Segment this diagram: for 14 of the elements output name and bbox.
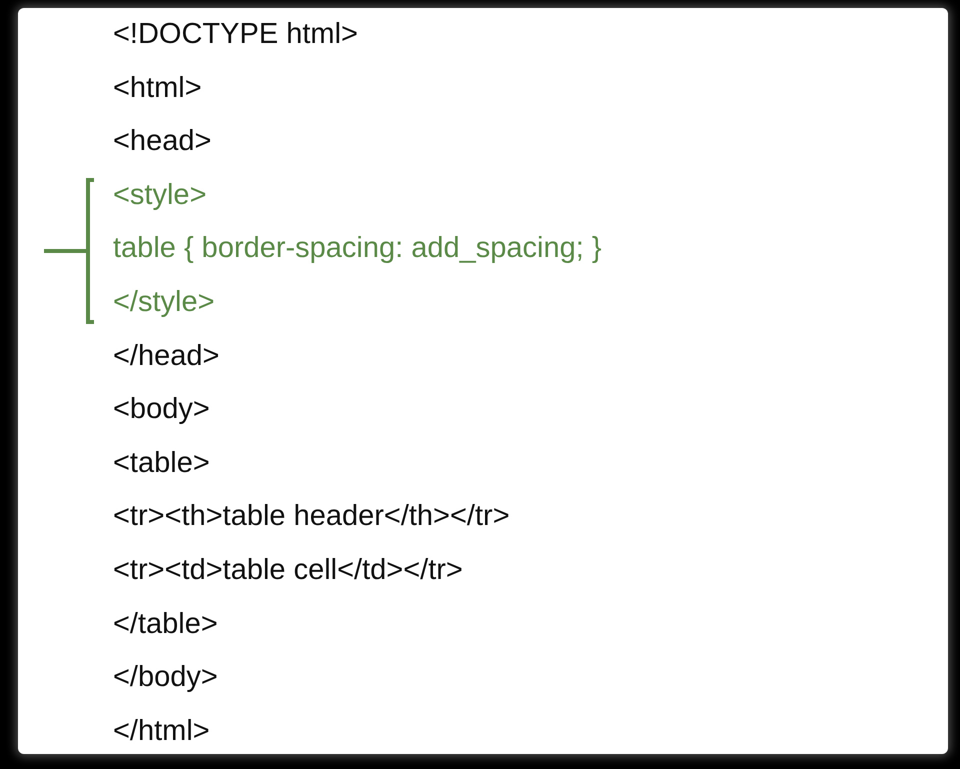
code-line: </head>	[113, 338, 220, 374]
code-line: </table>	[113, 606, 218, 642]
code-line: <html>	[113, 70, 202, 106]
code-line: <body>	[113, 392, 210, 428]
code-line: <style>	[113, 178, 206, 213]
code-line: </style>	[113, 285, 215, 320]
code-line: <tr><th>table header</th></tr>	[113, 499, 510, 534]
code-line: <!DOCTYPE html>	[113, 17, 358, 52]
code-line: <head>	[113, 124, 212, 160]
code-line: table { border-spacing: add_spacing; }	[113, 231, 602, 266]
code-line: </html>	[113, 714, 210, 749]
code-line: <tr><td>table cell</td></tr>	[113, 553, 463, 588]
code-line: <table>	[113, 446, 210, 481]
code-line: </body>	[113, 660, 218, 696]
